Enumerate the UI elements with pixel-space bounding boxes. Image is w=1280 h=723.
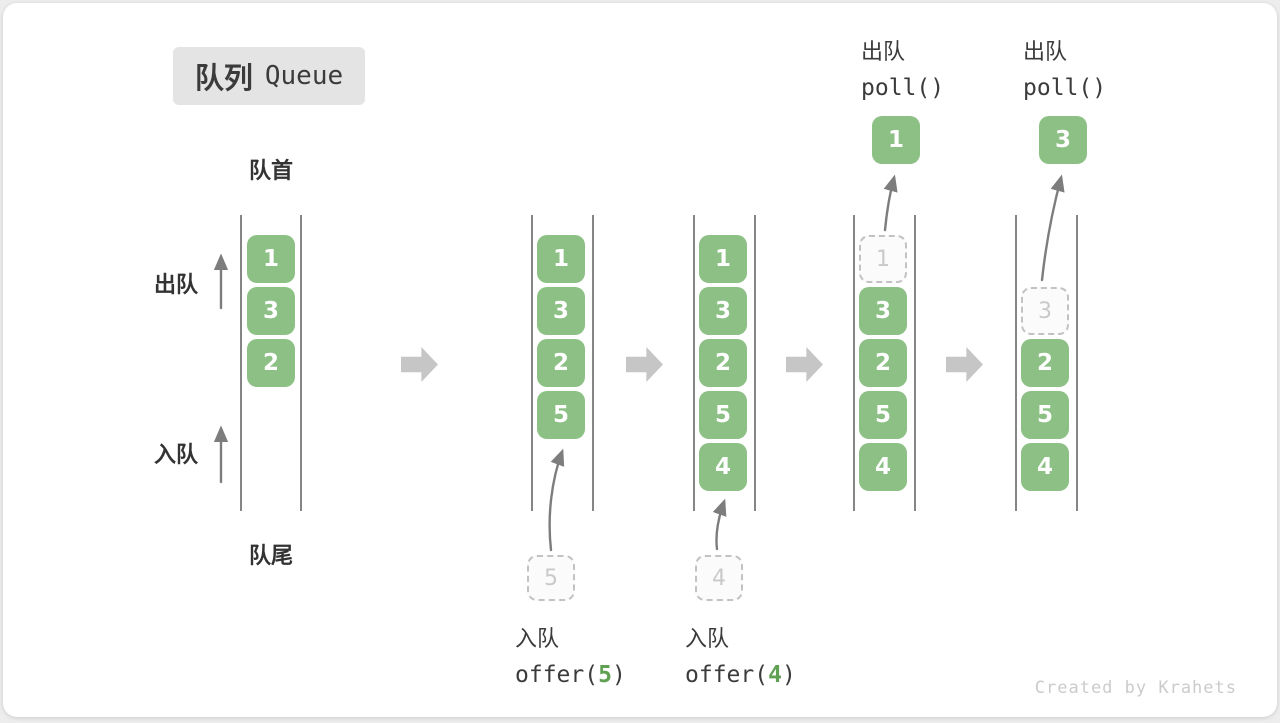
code-fn: offer( (515, 662, 599, 688)
queue-item: 2 (859, 339, 907, 387)
step-arrow-icon (626, 347, 663, 382)
code-close: ) (781, 662, 796, 688)
queue-wall-left (240, 215, 242, 511)
queue-wall-left (1015, 215, 1017, 511)
queue-wall-right (300, 215, 302, 511)
title-en: Queue (264, 61, 344, 91)
operation-label: 出队 poll() (861, 34, 944, 101)
operation-name: 出队 (1023, 40, 1068, 65)
removed-item-slot: 1 (859, 235, 907, 283)
step-arrow-icon (401, 347, 438, 382)
pending-item: 4 (695, 555, 743, 601)
code-arg: 4 (768, 662, 782, 688)
queue-item: 3 (247, 287, 295, 335)
queue-item: 2 (537, 339, 585, 387)
operation-label: 入队 offer(4) (685, 621, 796, 688)
code-fn: offer( (685, 662, 769, 688)
operation-label: 出队 poll() (1023, 34, 1106, 101)
queue-rear-label: 队尾 (248, 544, 293, 569)
queue-item: 5 (699, 391, 747, 439)
operation-code: offer(4) (685, 662, 796, 688)
queue-wall-left (531, 215, 533, 511)
queue-item: 3 (699, 287, 747, 335)
step-arrow-icon (786, 347, 823, 382)
queue-item: 3 (537, 287, 585, 335)
operation-code: poll() (861, 75, 945, 101)
queue-wall-right (754, 215, 756, 511)
removed-item-slot: 3 (1021, 287, 1069, 335)
operation-label: 入队 offer(5) (515, 621, 626, 688)
queue-item: 5 (1021, 391, 1069, 439)
queue-wall-left (853, 215, 855, 511)
operation-code: offer(5) (515, 662, 626, 688)
title-badge: 队列 Queue (173, 47, 365, 105)
queue-wall-left (693, 215, 695, 511)
queue-item: 4 (1021, 443, 1069, 491)
queue-item: 3 (859, 287, 907, 335)
step-arrow-icon (946, 347, 983, 382)
queue-wall-right (592, 215, 594, 511)
pending-item: 5 (527, 555, 575, 601)
dequeue-label: 出队 (154, 273, 199, 298)
polled-item: 3 (1039, 116, 1087, 164)
enqueue-arrow-icon (712, 498, 727, 551)
queue-front-label: 队首 (248, 159, 293, 184)
operation-name: 入队 (685, 627, 730, 652)
dequeue-arrow-icon (883, 174, 898, 232)
enqueue-arrow-icon (548, 448, 565, 552)
code-arg: 5 (598, 662, 612, 688)
queue-item: 5 (537, 391, 585, 439)
operation-code: poll() (1023, 75, 1107, 101)
queue-item: 4 (859, 443, 907, 491)
queue-item: 2 (247, 339, 295, 387)
enqueue-label: 入队 (154, 443, 199, 468)
dequeue-arrow-icon (1040, 174, 1065, 282)
queue-wall-right (1076, 215, 1078, 511)
queue-item: 5 (859, 391, 907, 439)
queue-wall-right (914, 215, 916, 511)
polled-item: 1 (872, 116, 920, 164)
operation-name: 入队 (515, 627, 560, 652)
queue-item: 1 (247, 235, 295, 283)
queue-item: 1 (537, 235, 585, 283)
queue-item: 2 (699, 339, 747, 387)
title-zh: 队列 (194, 61, 253, 95)
watermark: Created by Krahets (1034, 678, 1237, 698)
code-close: ) (611, 662, 626, 688)
diagram-canvas: 队列 Queue 队首 队尾 出队 入队 1 3 2 1 3 2 5 5 入队 … (3, 3, 1277, 717)
operation-name: 出队 (861, 40, 906, 65)
queue-item: 1 (699, 235, 747, 283)
queue-item: 2 (1021, 339, 1069, 387)
queue-item: 4 (699, 443, 747, 491)
